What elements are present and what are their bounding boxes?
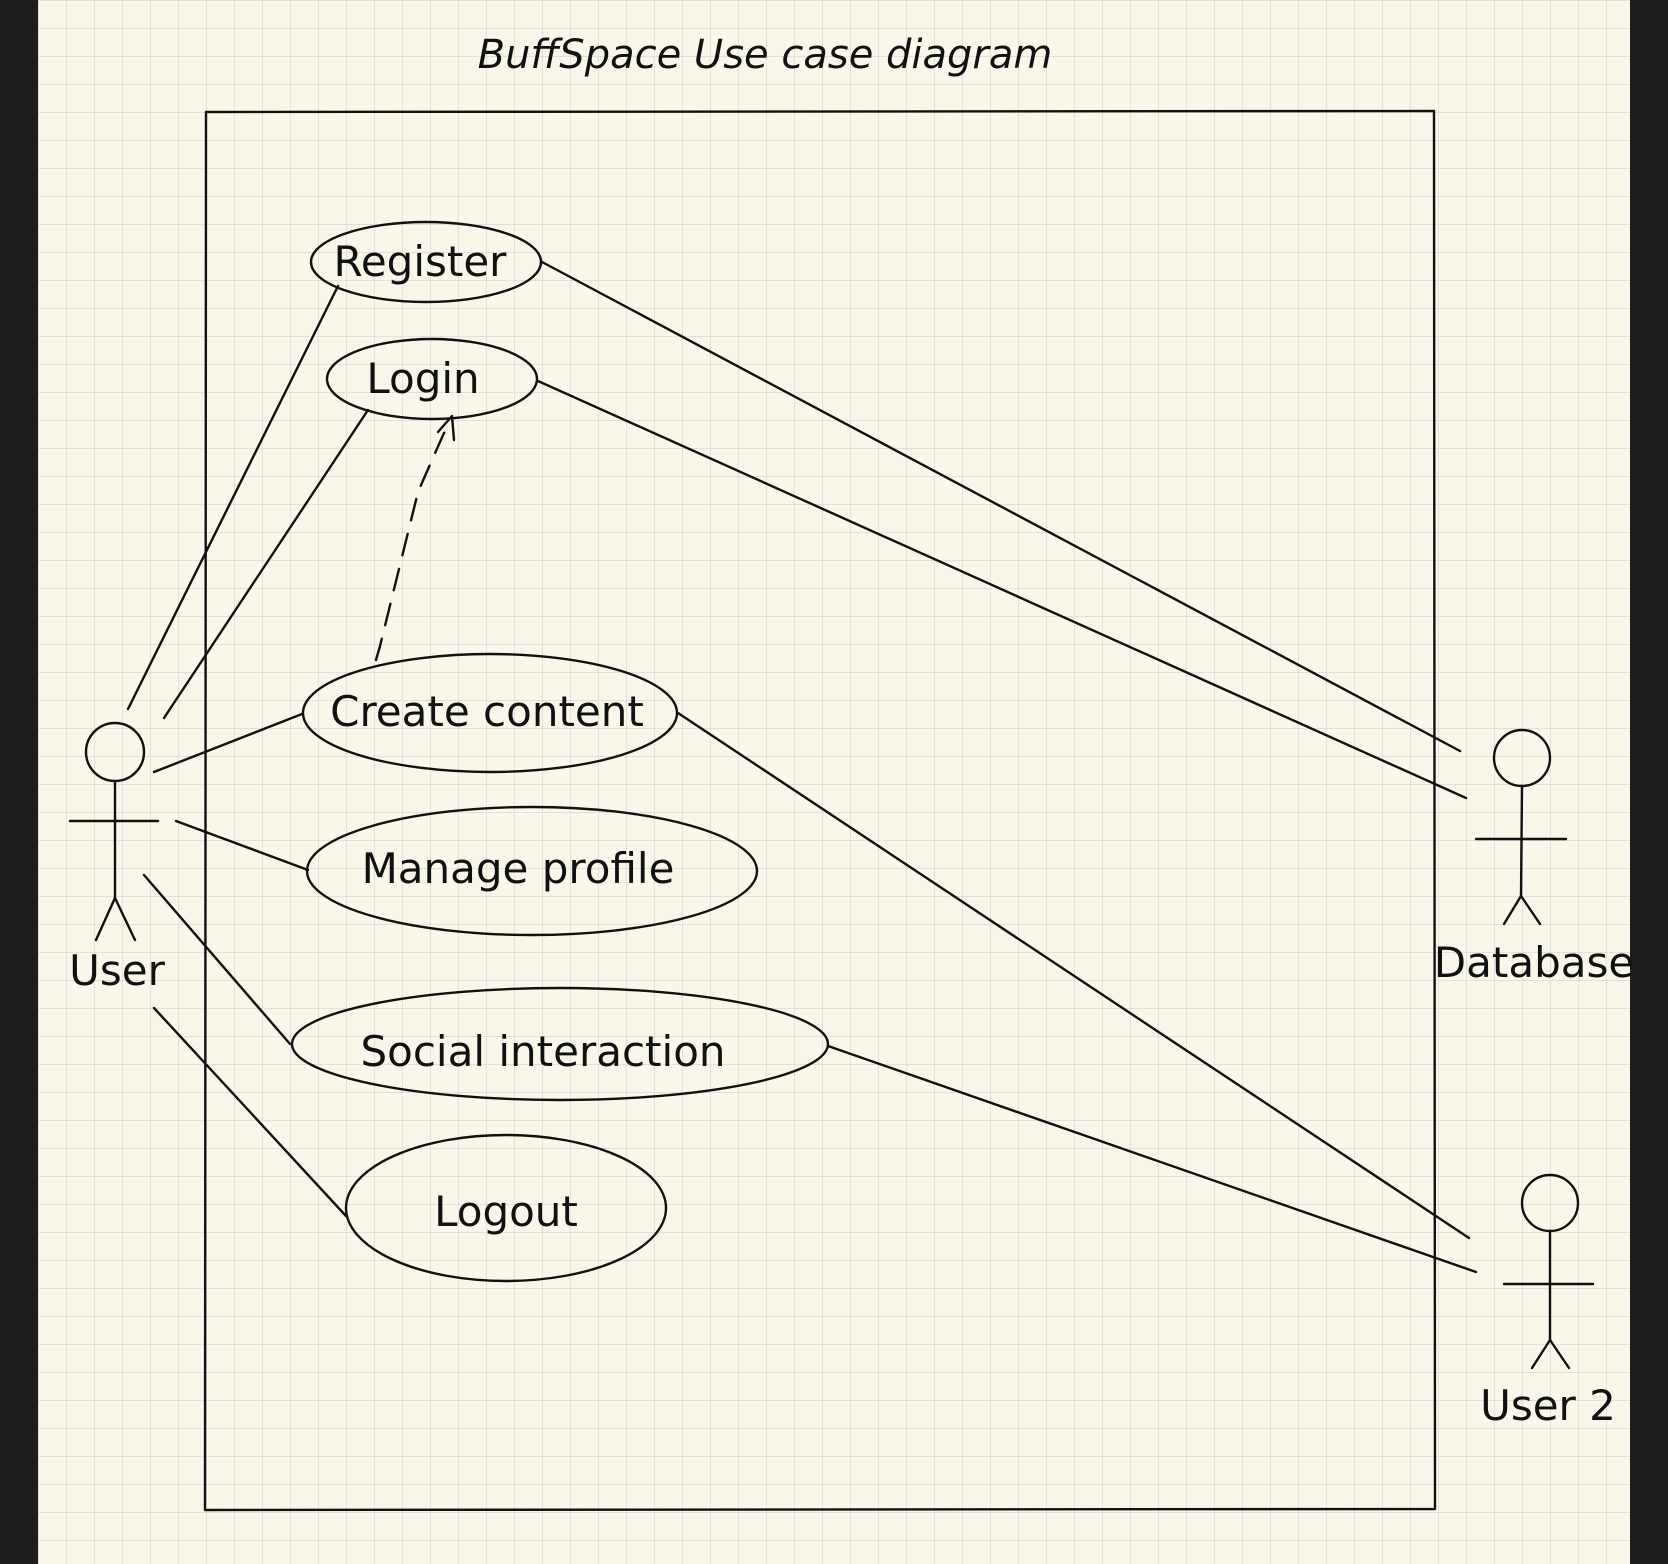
use-case-manage-profile-ellipse bbox=[305, 805, 759, 937]
use-case-social-interaction-label: Social interaction bbox=[360, 1027, 725, 1076]
use-case-login-ellipse bbox=[325, 337, 539, 421]
use-case-create-content-label: Create content bbox=[330, 687, 644, 736]
system-boundary bbox=[203, 109, 1437, 1512]
use-case-create-content-ellipse bbox=[301, 652, 679, 774]
diagram-title: BuffSpace Use case diagram bbox=[478, 32, 1053, 78]
database-associations bbox=[536, 260, 1468, 800]
actor-user-2-label: User 2 bbox=[1480, 1381, 1616, 1430]
actor-database-label: Database bbox=[1434, 938, 1634, 987]
use-case-logout-ellipse bbox=[344, 1133, 668, 1283]
actor-database-icon bbox=[1474, 728, 1568, 926]
use-case-manage-profile: Manage profile bbox=[305, 805, 759, 937]
actor-user-2: User 2 bbox=[1480, 1173, 1616, 1430]
actor-user: User bbox=[68, 721, 166, 995]
assoc-user-2-social-interaction bbox=[826, 1044, 1478, 1274]
actor-database: Database bbox=[1434, 728, 1634, 987]
use-case-register-ellipse bbox=[309, 220, 543, 304]
paper-grid bbox=[38, 0, 1630, 1564]
use-case-logout: Logout bbox=[344, 1133, 668, 1283]
assoc-database-register bbox=[540, 260, 1462, 753]
actor-user-icon bbox=[68, 721, 160, 942]
user-2-associations bbox=[676, 711, 1478, 1274]
use-case-manage-profile-label: Manage profile bbox=[362, 844, 675, 893]
use-case-login: Login bbox=[325, 337, 539, 421]
assoc-database-login bbox=[536, 379, 1468, 800]
assoc-user-2-create-content bbox=[676, 711, 1471, 1240]
actor-user-label: User bbox=[69, 946, 165, 995]
use-case-social-interaction-ellipse bbox=[290, 986, 830, 1102]
dependency-arrowhead bbox=[436, 414, 456, 442]
assoc-user-manage-profile bbox=[174, 819, 310, 872]
user-associations bbox=[126, 284, 370, 1218]
use-case-create-content: Create content bbox=[301, 652, 679, 774]
use-case-register-label: Register bbox=[334, 237, 508, 286]
assoc-user-login bbox=[162, 408, 370, 720]
use-case-social-interaction: Social interaction bbox=[290, 986, 830, 1102]
use-case-logout-label: Logout bbox=[434, 1187, 578, 1236]
use-case-login-label: Login bbox=[366, 354, 479, 403]
assoc-user-create-content bbox=[152, 712, 304, 774]
dependency-dashed-line bbox=[374, 422, 450, 662]
assoc-user-register bbox=[126, 284, 340, 711]
dependency-create-content-login bbox=[374, 414, 456, 662]
assoc-user-social-interaction bbox=[142, 873, 292, 1046]
assoc-user-logout bbox=[152, 1006, 348, 1218]
actor-user-2-icon bbox=[1502, 1173, 1595, 1370]
use-case-register: Register bbox=[309, 220, 543, 304]
